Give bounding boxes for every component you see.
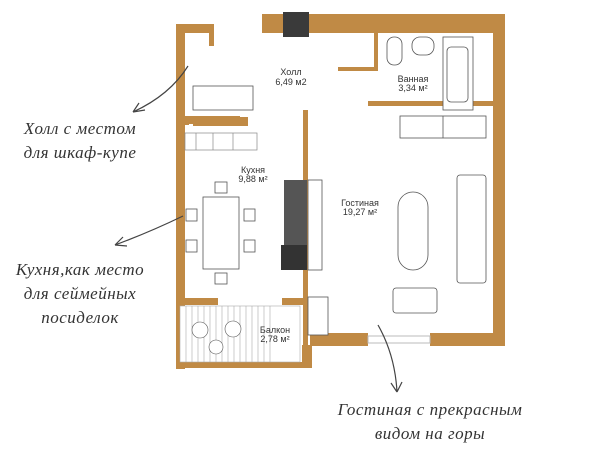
kitchen-note-line1: Кухня,как место	[15, 260, 145, 279]
hall-note-line2: для шкаф-купе	[23, 143, 137, 162]
hall-name: Холл	[280, 67, 301, 77]
kitchen-note-line3: посиделок	[41, 308, 119, 327]
hall-area: 6,49 м2	[275, 77, 306, 87]
kitchen-arrow	[114, 215, 184, 247]
hall-note: Холл с местом для шкаф-купе	[0, 117, 160, 165]
balcony-area: 2,78 м²	[260, 334, 289, 344]
balcony-name: Балкон	[260, 325, 290, 335]
walls	[176, 14, 505, 369]
living-note: Гостиная с прекрасным видом на горы	[310, 398, 550, 446]
dining-table	[185, 181, 256, 285]
arrows	[114, 65, 403, 393]
living-furniture	[307, 174, 487, 336]
living-area: 19,27 м²	[343, 207, 377, 217]
bathroom-fixtures	[386, 36, 487, 139]
living-arrow	[377, 324, 403, 393]
hall-arrow	[132, 65, 189, 113]
hall-note-line1: Холл с местом	[23, 119, 137, 138]
window-living	[367, 335, 431, 344]
living-name: Гостиная	[341, 198, 379, 208]
balcony	[179, 305, 301, 363]
living-note-line1: Гостиная с прекрасным	[337, 400, 523, 419]
kitchen-counter	[184, 132, 258, 151]
kitchen-note-line2: для сеймейных	[23, 284, 137, 303]
room-labels: Холл 6,49 м2 Ванная 3,34 м² Кухня 9,88 м…	[238, 67, 428, 344]
living-note-line2: видом на горы	[374, 424, 486, 443]
kitchen-note: Кухня,как место для сеймейных посиделок	[0, 258, 160, 330]
kitchen-name: Кухня	[241, 165, 265, 175]
chimney	[283, 12, 309, 37]
kitchen-area: 9,88 м²	[238, 174, 267, 184]
bathroom-name: Ванная	[398, 74, 429, 84]
bathroom-area: 3,34 м²	[398, 83, 427, 93]
tv-unit	[281, 179, 323, 271]
hall-furniture	[183, 85, 254, 126]
